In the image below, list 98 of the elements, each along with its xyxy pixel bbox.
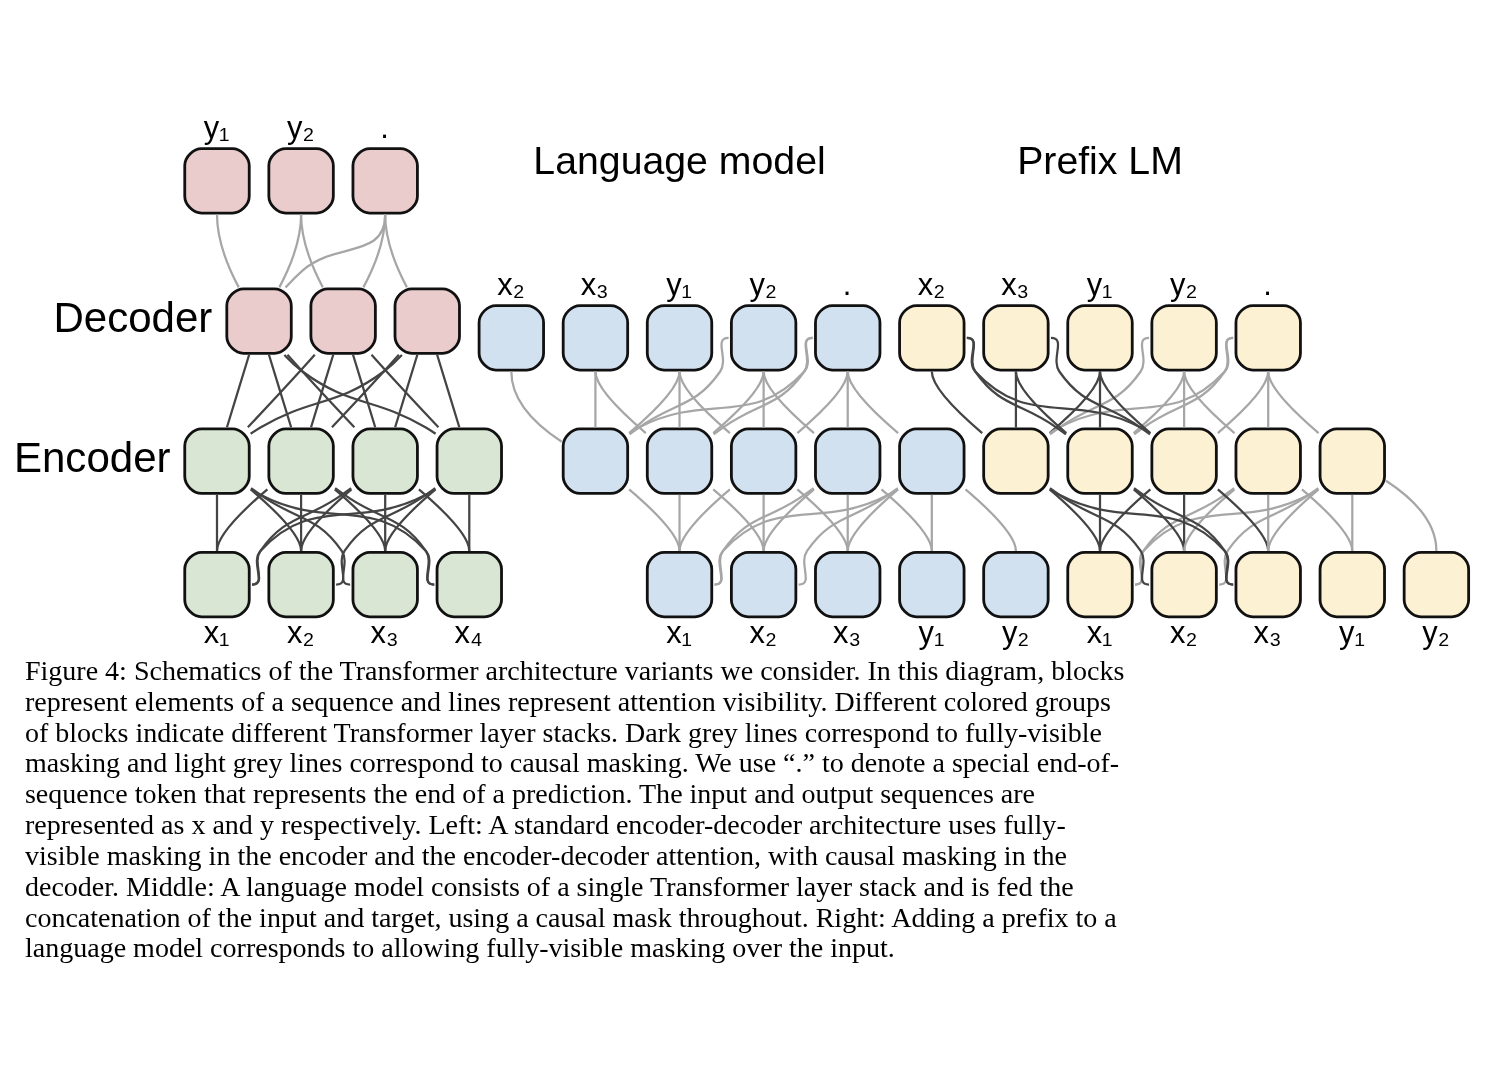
- connector: [846, 370, 899, 434]
- connector: [1351, 494, 1354, 551]
- connector: [1014, 370, 1068, 434]
- connector: [300, 488, 353, 551]
- connector: [712, 370, 765, 434]
- connector: [678, 488, 731, 551]
- node-label: x₁: [1086, 614, 1113, 650]
- node-label: x₁: [203, 614, 230, 650]
- connector: [250, 353, 403, 435]
- connector: [964, 488, 1017, 551]
- connector: [712, 488, 765, 551]
- connector: [215, 213, 240, 288]
- node-label: .: [1263, 266, 1272, 302]
- connector: [1049, 486, 1150, 586]
- connector: [628, 336, 813, 434]
- connector: [796, 370, 849, 434]
- connector: [1133, 336, 1234, 435]
- connector: [678, 371, 681, 427]
- connector: [468, 494, 471, 551]
- node-label: y₂: [1170, 266, 1198, 302]
- connector: [594, 371, 597, 427]
- connector: [1183, 488, 1236, 551]
- node-label: x₃: [1001, 266, 1030, 302]
- connector: [1267, 488, 1320, 551]
- connector: [798, 486, 899, 586]
- node-label: x₃: [1253, 614, 1282, 650]
- connector: [966, 336, 1151, 434]
- node-label: x₂: [497, 266, 525, 302]
- node-label: x₂: [287, 614, 315, 650]
- connector: [370, 353, 440, 428]
- node-label: x₂: [917, 266, 946, 302]
- connector: [880, 488, 933, 551]
- connector: [267, 353, 293, 428]
- connector: [594, 370, 647, 434]
- connector: [714, 486, 815, 586]
- node-label: .: [380, 109, 389, 145]
- connector: [1098, 370, 1152, 434]
- connector: [714, 487, 899, 586]
- connector: [678, 494, 681, 551]
- connector: [283, 353, 437, 435]
- node-label: x₃: [580, 266, 609, 302]
- connector: [1134, 487, 1319, 586]
- connector: [418, 488, 471, 551]
- connector: [678, 370, 731, 434]
- node-label: x₄: [454, 614, 483, 650]
- connector: [1049, 336, 1234, 434]
- node-label: y₂: [1001, 614, 1030, 650]
- connector: [394, 353, 419, 428]
- node-label: x₃: [833, 614, 861, 650]
- connector: [628, 488, 681, 551]
- connector: [225, 353, 251, 428]
- connector: [712, 336, 813, 435]
- connector: [930, 370, 983, 434]
- node-label: x₂: [749, 614, 777, 650]
- connector: [247, 353, 316, 428]
- node-label: y₁: [1086, 266, 1113, 302]
- connector: [1219, 486, 1319, 586]
- node-label: x₃: [370, 614, 399, 650]
- connector: [1049, 487, 1234, 586]
- connector: [628, 370, 681, 434]
- label: Encoder: [13, 433, 171, 481]
- connector: [846, 488, 899, 551]
- connector: [436, 353, 461, 428]
- connector: [299, 214, 324, 288]
- node-label: y₁: [666, 266, 693, 302]
- node-label: y₂: [749, 266, 777, 302]
- connector: [762, 488, 815, 551]
- connector: [286, 353, 356, 428]
- connector: [331, 353, 400, 428]
- connector: [1048, 488, 1102, 551]
- node-label: y₁: [203, 109, 230, 145]
- node-label: y₁: [918, 614, 945, 650]
- label: Language model: [533, 137, 826, 182]
- connector: [796, 488, 849, 551]
- connector: [284, 213, 387, 288]
- connector: [1301, 488, 1354, 551]
- connector: [351, 353, 377, 428]
- connector: [510, 370, 563, 443]
- node-label: x₁: [666, 614, 693, 650]
- connector: [762, 370, 815, 434]
- connector: [215, 488, 269, 551]
- label: Decoder: [53, 293, 213, 341]
- connector: [384, 214, 408, 288]
- node-label: y₂: [287, 109, 315, 145]
- node-label: .: [842, 266, 852, 302]
- connector: [1098, 488, 1152, 551]
- caption: Figure 4: Schematics of the Transformer architecture variants we consider. In this diagram, blocks represent elements of a sequence and lines represent attention visibility. Different colored groups of blocks indicate different Transformer layer stacks. Dark grey lines correspond to fully-visible masking and light grey lines correspond to causal masking. We use “.” to denote a special end-of-sequence token that represents the end of a prediction. The input and output sequences are represented as x and y respectively. Left: A standard encoder-decoder architecture uses fully-visible masking in the encoder and the encoder-decoder attention, with causal masking in the decoder. Middle: A language model consists of a single Transformer layer stack and is fed the concatenation of the input and target, using a causal mask throughout. Right: Adding a prefix to a language model corresponds to allowing fully-visible masking over the input.: [24, 654, 1125, 963]
- connector: [1183, 370, 1236, 434]
- node-label: y₂: [1422, 614, 1450, 650]
- label: Prefix LM: [1017, 137, 1183, 182]
- connector: [1385, 479, 1438, 551]
- node-label: x₂: [1170, 614, 1198, 650]
- connector: [628, 336, 729, 435]
- connector: [310, 353, 335, 428]
- connector: [1267, 370, 1320, 434]
- node-label: y₁: [1338, 614, 1365, 650]
- connector: [930, 494, 933, 551]
- connector: [384, 488, 437, 551]
